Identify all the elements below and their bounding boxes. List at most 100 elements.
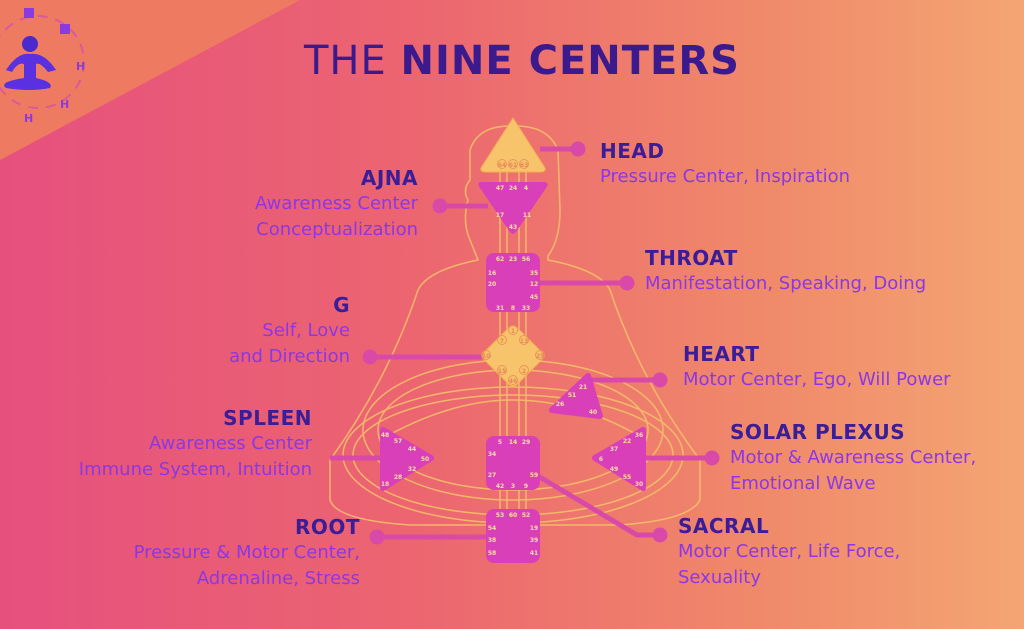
label-head: HEAD Pressure Center, Inspiration	[600, 138, 850, 190]
gate-head-63: 63	[520, 162, 528, 169]
gate-circle	[508, 325, 518, 335]
label-ajna: AJNA Awareness Center Conceptualization	[255, 165, 418, 243]
connectors	[330, 141, 720, 545]
gate-spleen-18: 18	[381, 481, 389, 488]
gate-circle	[508, 159, 518, 169]
label-heart: HEART Motor Center, Ego, Will Power	[683, 341, 951, 393]
sacral-center[interactable]	[486, 436, 540, 490]
gate-heart-26: 26	[556, 401, 564, 408]
gate-solar-36: 36	[635, 432, 643, 439]
gate-circle	[481, 350, 491, 360]
gate-throat-33: 33	[522, 305, 530, 312]
label-spleen: SPLEEN Awareness Center Immune System, I…	[79, 405, 312, 483]
gate-head-61: 61	[509, 162, 517, 169]
label-throat: THROAT Manifestation, Speaking, Doing	[645, 245, 926, 297]
gate-ajna-24: 24	[509, 185, 517, 192]
gate-circle	[519, 365, 529, 375]
g-desc-1: Self, Love	[262, 320, 350, 341]
gate-g-15: 15	[498, 368, 506, 375]
gate-circle	[508, 375, 518, 385]
title-light: THE	[304, 38, 387, 84]
gate-circle	[519, 159, 529, 169]
gate-circle	[497, 335, 507, 345]
gate-sacral-14: 14	[509, 439, 517, 446]
spleen-desc-1: Awareness Center	[149, 433, 312, 454]
gate-ajna-47: 47	[496, 185, 504, 192]
svg-text:H: H	[24, 112, 33, 125]
sacral-desc-2: Sexuality	[678, 567, 761, 588]
root-center[interactable]	[486, 509, 540, 563]
gate-throat-35: 35	[530, 270, 538, 277]
gate-throat-62: 62	[496, 256, 504, 263]
gate-throat-56: 56	[522, 256, 530, 263]
gate-sacral-9: 9	[524, 483, 528, 490]
svg-text:H: H	[76, 60, 85, 73]
gate-circle	[519, 335, 529, 345]
gate-solar-30: 30	[635, 481, 643, 488]
gate-sacral-5: 5	[498, 439, 502, 446]
gate-spleen-44: 44	[408, 446, 416, 453]
sacral-desc-1: Motor Center, Life Force,	[678, 541, 901, 562]
gate-sacral-27: 27	[488, 472, 496, 479]
ajna-title: AJNA	[360, 166, 418, 190]
gate-spleen-50: 50	[421, 456, 429, 463]
gate-head-64: 64	[498, 162, 506, 169]
gate-sacral-29: 29	[522, 439, 530, 446]
gate-g-7: 7	[500, 338, 504, 345]
root-title: ROOT	[294, 515, 360, 539]
g-title: G	[333, 293, 350, 317]
gate-g-1: 1	[511, 328, 515, 335]
gate-throat-8: 8	[511, 305, 515, 312]
heart-desc: Motor Center, Ego, Will Power	[683, 369, 951, 390]
svg-text:H: H	[60, 98, 69, 111]
gate-spleen-48: 48	[381, 432, 389, 439]
throat-center[interactable]	[486, 253, 540, 312]
label-solar-plexus: SOLAR PLEXUS Motor & Awareness Center, E…	[730, 419, 976, 497]
solar-plexus-center[interactable]	[592, 427, 646, 491]
gate-heart-40: 40	[589, 409, 597, 416]
page-title: THE NINE CENTERS	[304, 38, 740, 84]
gate-sacral-59: 59	[530, 472, 538, 479]
heart-title: HEART	[683, 342, 760, 366]
ajna-center[interactable]	[478, 182, 548, 234]
gate-throat-20: 20	[488, 281, 496, 288]
heart-center[interactable]	[549, 373, 603, 419]
gate-solar-22: 22	[623, 438, 631, 445]
g-desc-2: and Direction	[229, 346, 350, 367]
gate-sacral-42: 42	[496, 483, 504, 490]
corner-triangle	[0, 0, 300, 160]
head-center[interactable]	[480, 117, 546, 173]
throat-title: THROAT	[645, 246, 738, 270]
gate-solar-6: 6	[599, 456, 603, 463]
gate-throat-12: 12	[530, 281, 538, 288]
ajna-desc-2: Conceptualization	[256, 219, 418, 240]
solar-plexus-title: SOLAR PLEXUS	[730, 420, 906, 444]
gate-sacral-3: 3	[511, 483, 515, 490]
gate-spleen-32: 32	[408, 466, 416, 473]
label-sacral: SACRAL Motor Center, Life Force, Sexuali…	[678, 513, 900, 591]
gate-circle	[535, 350, 545, 360]
gate-circle	[497, 365, 507, 375]
gate-heart-21: 21	[579, 384, 587, 391]
gate-g-46: 46	[509, 378, 517, 385]
spleen-title: SPLEEN	[223, 406, 312, 430]
gate-g-13: 13	[520, 338, 528, 345]
gate-root-38: 38	[488, 537, 496, 544]
spleen-center[interactable]	[380, 427, 434, 491]
gate-heart-51: 51	[568, 392, 576, 399]
gate-root-58: 58	[488, 550, 496, 557]
gate-sacral-34: 34	[488, 451, 496, 458]
gate-g-10: 10	[482, 353, 490, 360]
solar-plexus-desc-2: Emotional Wave	[730, 473, 876, 494]
spleen-desc-2: Immune System, Intuition	[78, 459, 312, 480]
head-title: HEAD	[600, 139, 665, 163]
gate-ajna-4: 4	[524, 185, 528, 192]
gate-circle	[497, 159, 507, 169]
ajna-desc-1: Awareness Center	[255, 193, 418, 214]
gate-spleen-57: 57	[394, 438, 402, 445]
gate-ajna-43: 43	[509, 224, 517, 231]
gate-throat-45: 45	[530, 294, 538, 301]
